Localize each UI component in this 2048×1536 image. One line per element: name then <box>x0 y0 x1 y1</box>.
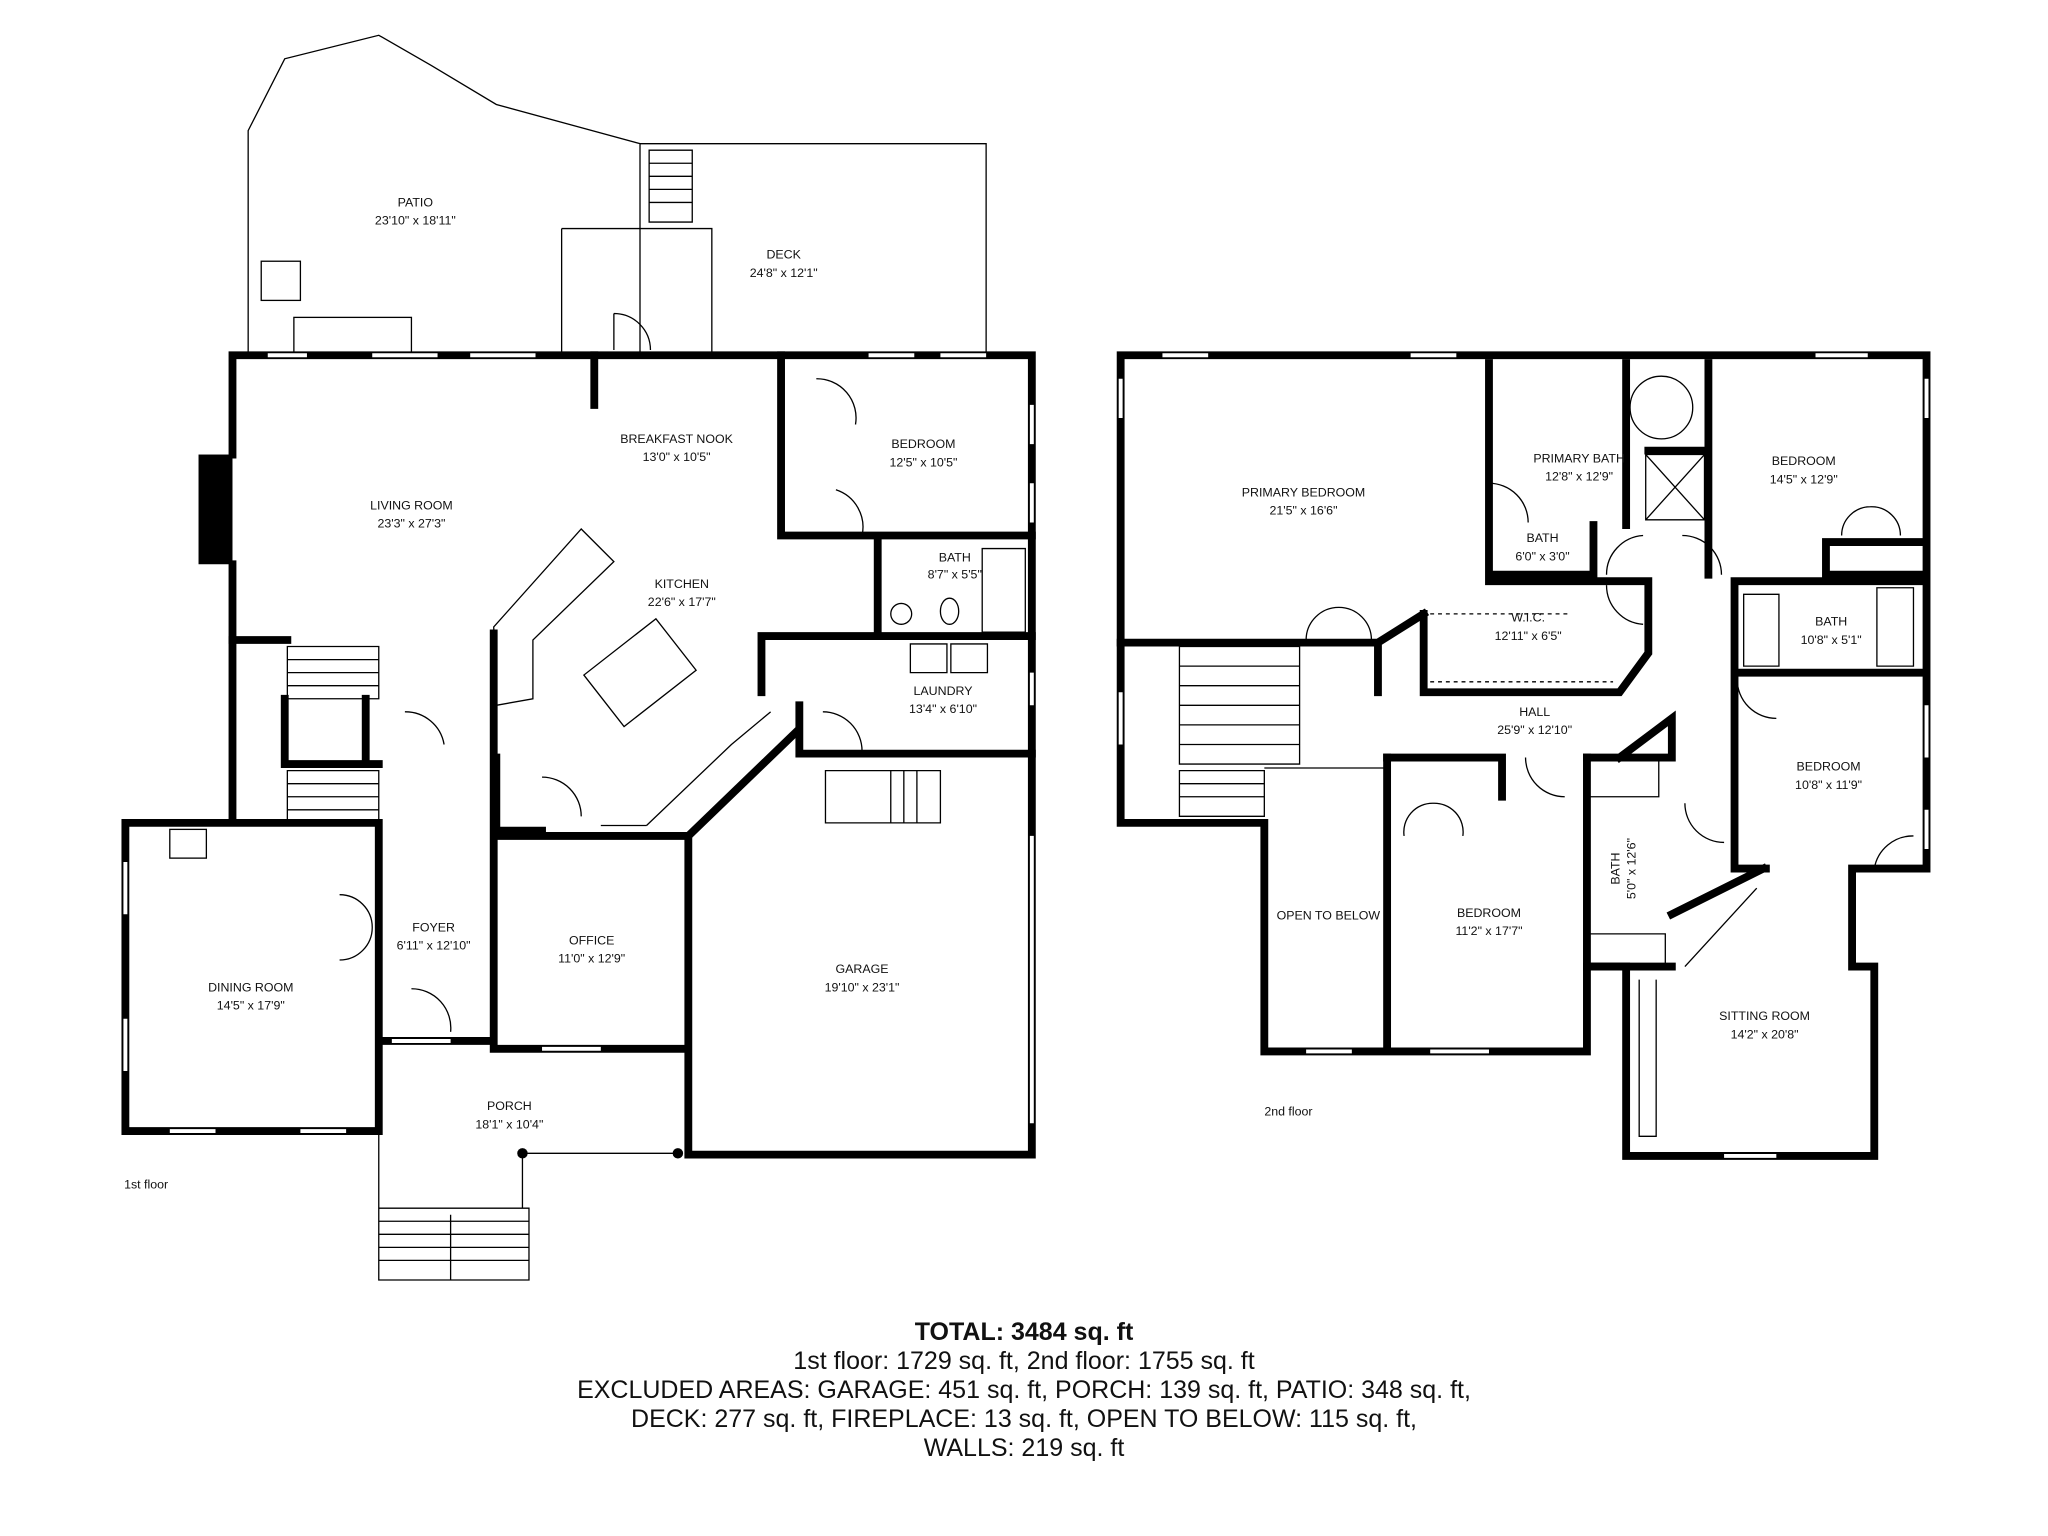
room-dims: 6'11" x 12'10" <box>397 939 471 953</box>
fireplace-hearth <box>205 464 231 555</box>
room-label: BATH <box>939 551 971 565</box>
interior-walls <box>1116 359 1924 971</box>
room-label: SITTING ROOM <box>1719 1009 1810 1023</box>
stairs <box>1178 645 1301 817</box>
interior-walls <box>228 351 1036 842</box>
room-label: BEDROOM <box>1772 454 1836 468</box>
room-dims: 24'8" x 12'1" <box>750 266 818 280</box>
room-dims: 18'1" x 10'4" <box>475 1117 543 1131</box>
room-dims: 8'7" x 5'5" <box>928 568 982 582</box>
deck-stairs <box>648 149 693 223</box>
room-label: PRIMARY BATH <box>1533 451 1625 465</box>
room-label: DINING ROOM <box>208 980 293 994</box>
bathtub <box>1629 375 1694 440</box>
windows <box>123 353 1034 1134</box>
wic-shelves <box>1430 613 1614 683</box>
porch-post <box>517 1148 528 1159</box>
room-dims: 14'5" x 17'9" <box>217 999 285 1013</box>
room-label: PATIO <box>398 195 434 209</box>
excluded-areas: EXCLUDED AREAS: GARAGE: 451 sq. ft, PORC… <box>577 1376 1471 1404</box>
shower <box>1645 453 1706 521</box>
dining-fireplace <box>169 828 208 859</box>
kitchen-counter <box>493 528 772 827</box>
room-dims: 19'10" x 23'1" <box>825 980 900 994</box>
room-dims: 21'5" x 16'6" <box>1270 504 1338 518</box>
room-label: DECK <box>766 248 801 262</box>
room-label: OPEN TO BELOW <box>1277 909 1381 923</box>
room-label: PORCH <box>487 1099 532 1113</box>
grill-icon <box>260 260 302 302</box>
fireplace <box>198 454 233 565</box>
porch-post <box>672 1148 684 1159</box>
room-dims: 11'2" x 17'7" <box>1455 924 1522 938</box>
room-label: KITCHEN <box>655 577 709 591</box>
counter <box>293 316 413 354</box>
sink <box>890 602 913 625</box>
railing <box>1264 767 1758 1137</box>
floor-label: 1st floor <box>124 1178 168 1192</box>
room-label: LAUNDRY <box>914 684 973 698</box>
doors <box>339 312 864 1032</box>
room-dims: 13'4" x 6'10" <box>909 702 977 716</box>
windows <box>1118 353 1929 1158</box>
room-dims: 22'6" x 17'7" <box>648 595 716 609</box>
bathtub <box>981 547 1026 633</box>
room-label: LIVING ROOM <box>370 498 453 512</box>
washer-dryer <box>909 643 989 674</box>
room-dims: 12'5" x 10'5" <box>889 455 957 469</box>
room-label: BATH <box>1815 615 1847 629</box>
room-dims: 13'0" x 10'5" <box>643 450 711 464</box>
room-label: PRIMARY BEDROOM <box>1242 485 1365 499</box>
room-label: HALL <box>1519 705 1550 719</box>
patio-outline <box>247 34 641 353</box>
room-dims: 11'0" x 12'9" <box>558 952 625 966</box>
room-dims: 6'0" x 3'0" <box>1515 549 1569 563</box>
room-label: BATH <box>1609 853 1623 885</box>
room-dims: 12'11" x 6'5" <box>1495 629 1562 643</box>
room-dims: 14'2" x 20'8" <box>1731 1027 1799 1041</box>
room-dims: 5'0" x 12'6" <box>1624 838 1638 899</box>
room-label: GARAGE <box>836 962 889 976</box>
room-label: BATH <box>1526 531 1558 545</box>
room-dims: 23'3" x 27'3" <box>377 517 445 531</box>
garage-stairs <box>824 769 942 824</box>
excluded-areas: DECK: 277 sq. ft, FIREPLACE: 13 sq. ft, … <box>631 1405 1417 1433</box>
second-floor-plan: PRIMARY BEDROOM 21'5" x 16'6" PRIMARY BA… <box>340 351 1931 1160</box>
room-dims: 10'8" x 5'1" <box>1801 633 1862 647</box>
floor-label: 2nd floor <box>1264 1104 1312 1118</box>
exterior-walls <box>1116 351 1931 1160</box>
toilet <box>939 597 960 625</box>
room-label: BEDROOM <box>1797 760 1861 774</box>
room-dims: 23'10" x 18'11" <box>375 214 456 228</box>
room-label: BEDROOM <box>891 437 955 451</box>
total-area: TOTAL: 3484 sq. ft <box>914 1318 1134 1346</box>
kitchen-island <box>582 617 698 728</box>
room-dims: 25'9" x 12'10" <box>1497 723 1572 737</box>
room-dims: 14'5" x 12'9" <box>1770 472 1838 486</box>
first-floor-plan: PATIO 23'10" x 18'11" DECK 24'8" x 12'1"… <box>121 34 1036 1281</box>
room-label: BREAKFAST NOOK <box>620 432 733 446</box>
room-label: BEDROOM <box>1457 906 1521 920</box>
room-dims: 10'8" x 11'9" <box>1795 778 1862 792</box>
floor-areas: 1st floor: 1729 sq. ft, 2nd floor: 1755 … <box>793 1347 1255 1375</box>
room-label: FOYER <box>412 920 455 934</box>
room-label: OFFICE <box>569 933 614 947</box>
area-summary: TOTAL: 3484 sq. ft 1st floor: 1729 sq. f… <box>0 1318 2048 1463</box>
bath-fixtures <box>1586 587 1915 968</box>
porch <box>378 1040 678 1281</box>
room-label: W.I.C. <box>1511 611 1545 625</box>
room-dims: 12'8" x 12'9" <box>1545 470 1613 484</box>
deck-outline <box>560 143 987 353</box>
excluded-areas: WALLS: 219 sq. ft <box>923 1434 1125 1462</box>
stairs <box>286 645 380 821</box>
